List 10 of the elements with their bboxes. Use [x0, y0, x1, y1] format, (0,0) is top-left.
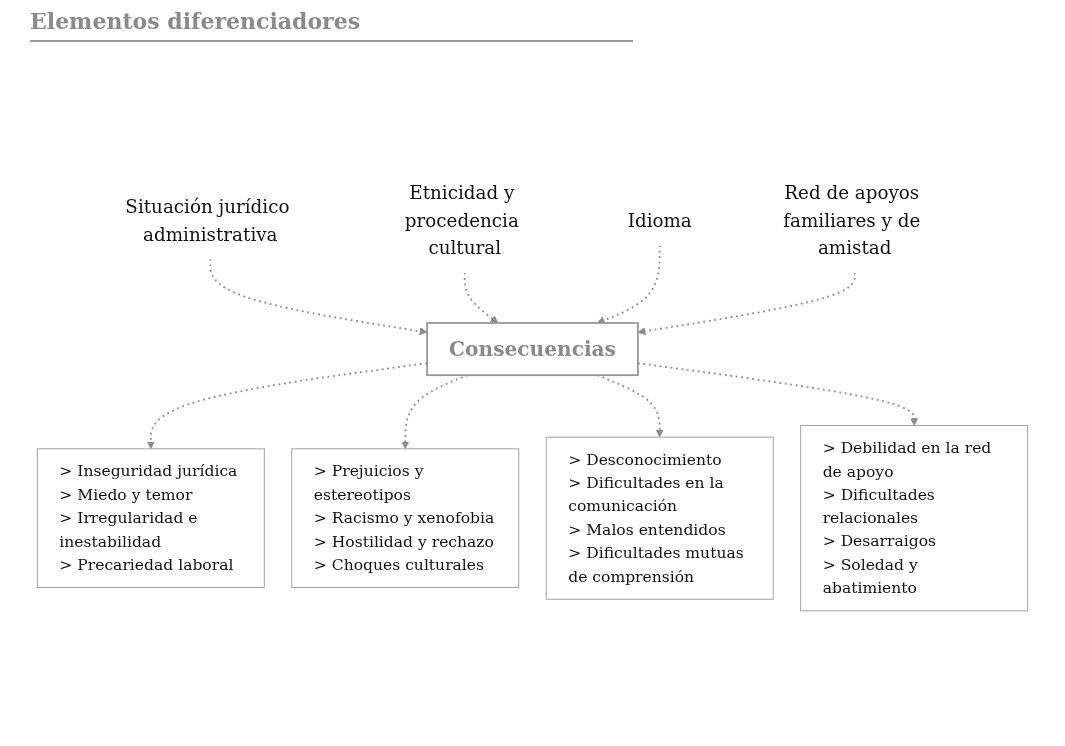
node-box: > Inseguridad jurídica > Miedo y temor > Irregularidad e inestabilidad > Precariedad laboral [36, 448, 265, 589]
node-text: Situación jurídico administrativa [125, 196, 290, 246]
node-box: > Debilidad en la red de apoyo > Dificultades relacionales > Desarraigos > Soledad y abatimiento [800, 425, 1029, 612]
node-box: Consecuencias [426, 322, 639, 377]
node-text: Idioma [627, 209, 692, 232]
node-text: Etnicidad y procedencia cultural [404, 182, 519, 260]
diagram-title: Elementos diferenciadores [30, 8, 633, 42]
node-text: Red de apoyos familiares y de amistad [783, 182, 921, 260]
node-box: > Desconocimiento > Dificultades en la comunicación > Malos entendidos > Dificultades mutuas de comprensión [545, 437, 774, 601]
node-box: > Prejuicios y estereotipos > Racismo y xenofobia > Hostilidad y rechazo > Choques culturales [291, 448, 520, 589]
